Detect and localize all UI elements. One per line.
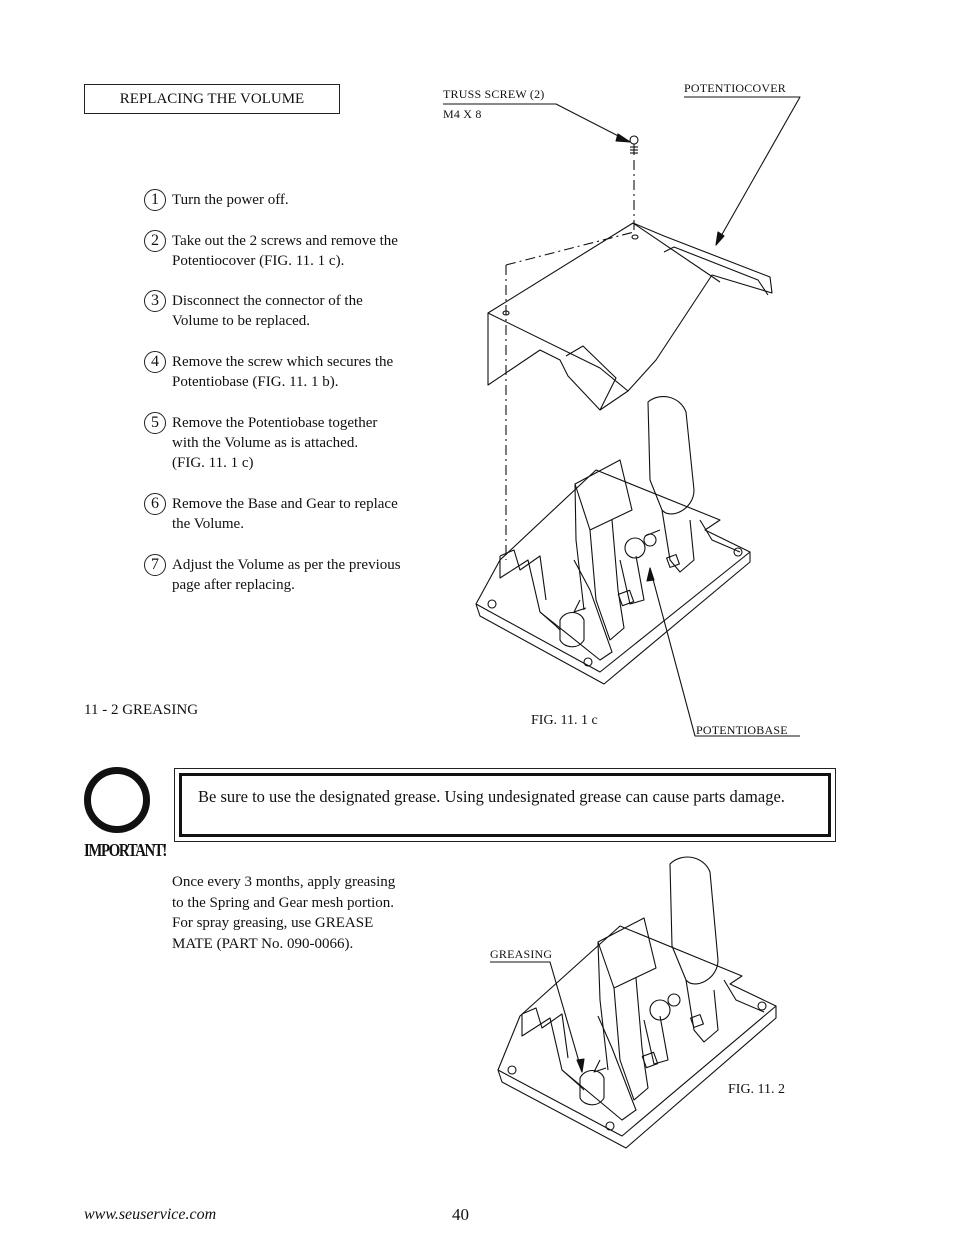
section-title: REPLACING THE VOLUME	[84, 84, 340, 114]
greasing-section-title: 11 - 2 GREASING	[84, 702, 199, 718]
truss-screw-label: TRUSS SCREW (2)	[443, 87, 545, 101]
step-number: 4	[144, 351, 166, 373]
step-1: 1 Turn the power off.	[144, 189, 444, 211]
greasing-label: GREASING	[490, 947, 553, 961]
truss-screw-size-label: M4 X 8	[443, 107, 482, 121]
greasing-instructions: Once every 3 months, apply greasing to t…	[172, 874, 396, 952]
footer-url: www.seuservice.com	[84, 1206, 217, 1223]
potentiobase-label: POTENTIOBASE	[696, 723, 788, 737]
potentiocover-label: POTENTIOCOVER	[684, 81, 786, 95]
step-number: 3	[144, 290, 166, 312]
step-number: 1	[144, 189, 166, 211]
step-number: 2	[144, 230, 166, 252]
page-number: 40	[452, 1205, 469, 1224]
warning-box: Be sure to use the designated grease. Us…	[174, 768, 836, 842]
step-text: Turn the power off.	[172, 192, 289, 208]
important-icon	[84, 767, 150, 833]
step-number: 7	[144, 554, 166, 576]
figure1-caption: FIG. 11. 1 c	[531, 713, 598, 728]
figure2-caption: FIG. 11. 2	[728, 1082, 786, 1097]
step-number: 6	[144, 493, 166, 515]
important-label: IMPORTANT!	[84, 840, 167, 860]
warning-text: Be sure to use the designated grease. Us…	[179, 773, 831, 837]
step-number: 5	[144, 412, 166, 434]
